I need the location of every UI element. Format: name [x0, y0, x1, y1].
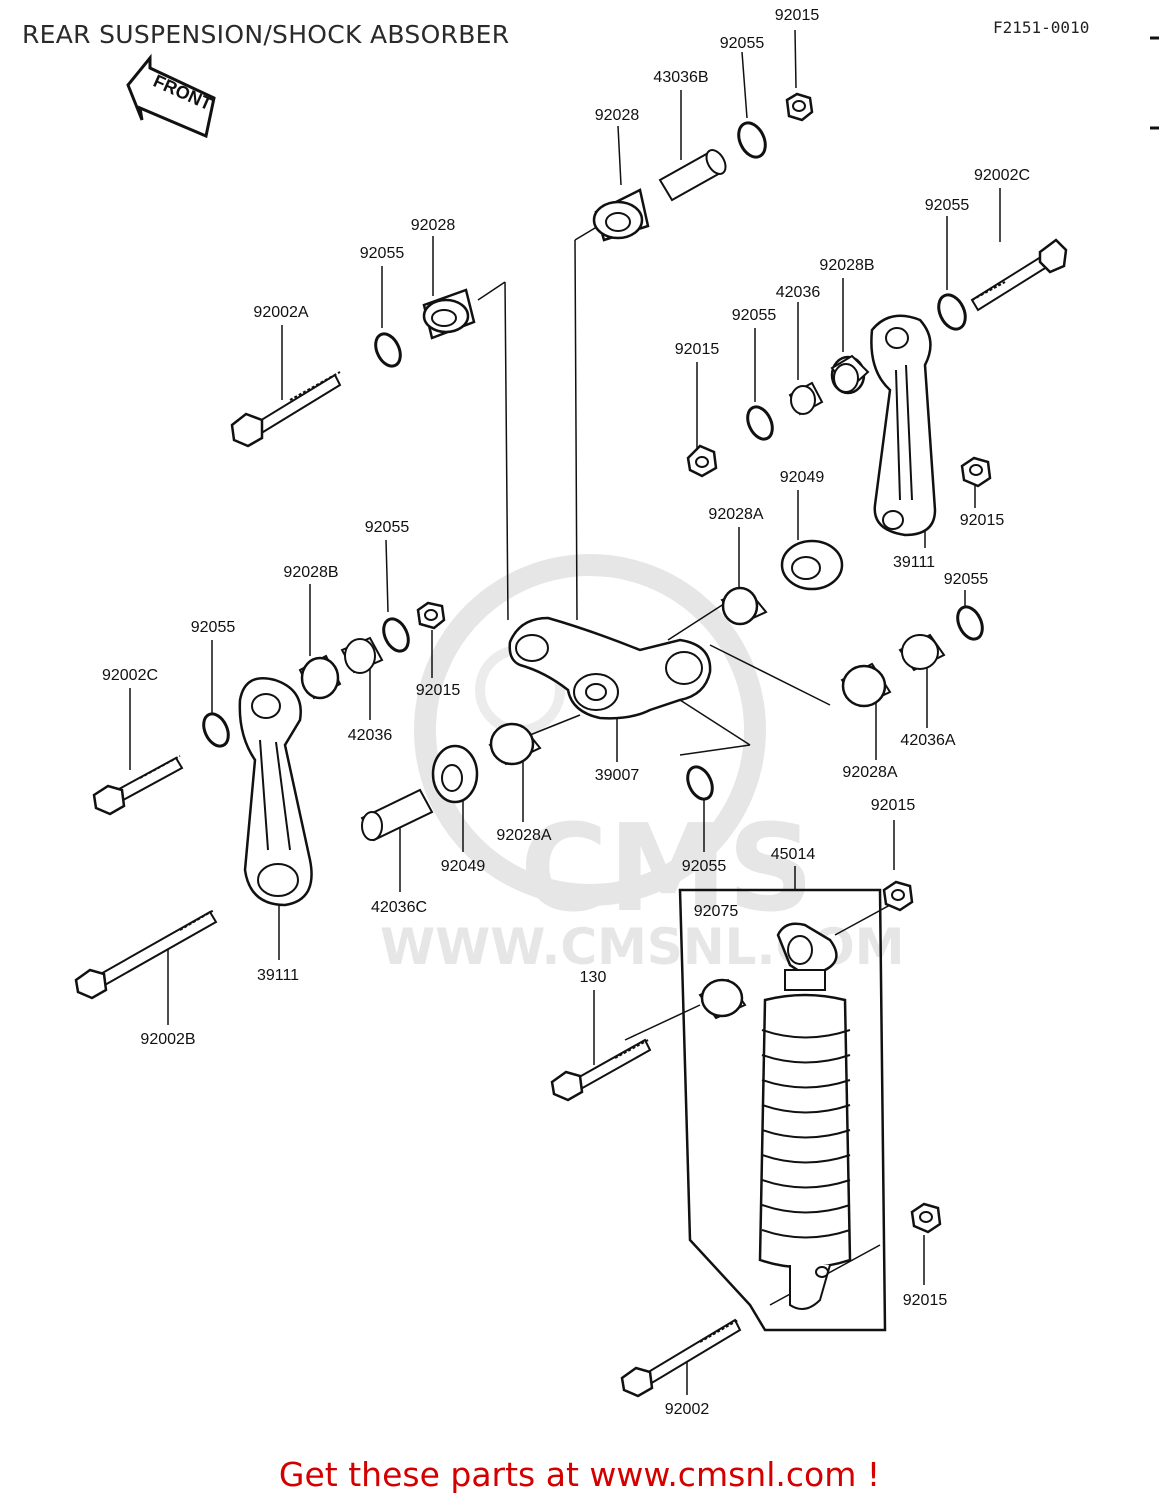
sleeve-43036b	[658, 149, 727, 202]
bolt-92002b	[74, 909, 218, 1000]
callout-label: 92015	[674, 341, 720, 358]
bushing-92028a-right	[840, 662, 892, 708]
bushing-92028b-left	[298, 654, 342, 700]
callout-label: 92028	[594, 107, 640, 124]
callout-label: 43036B	[653, 69, 709, 86]
washer-92055-far-left	[202, 712, 230, 748]
washer-92055-mid	[746, 405, 774, 441]
bushing-92028b-right	[830, 354, 870, 395]
callout-label: 92015	[959, 512, 1005, 529]
sleeve-42036-left	[340, 636, 384, 674]
callout-label: 92055	[359, 245, 405, 262]
front-arrow-icon: FRONT	[126, 53, 216, 139]
page-title: REAR SUSPENSION/SHOCK ABSORBER	[22, 20, 510, 49]
callout-label: 92028	[410, 217, 456, 234]
callout-label: 39111	[256, 967, 300, 984]
nut-92015-shock-top	[882, 880, 914, 912]
bolt-92002a	[230, 371, 342, 448]
rocker-arm-39007	[508, 616, 712, 720]
sleeve-42036a	[898, 633, 946, 672]
promo-banner[interactable]: Get these parts at www.cmsnl.com !	[278, 1455, 881, 1494]
sleeve-42036c	[360, 788, 434, 842]
nut-92015-right	[960, 456, 992, 488]
callout-label: 92015	[870, 797, 916, 814]
washer-92055-upper	[374, 332, 402, 368]
callout-label: 39111	[892, 554, 936, 571]
callout-label: 92002B	[140, 1031, 196, 1048]
callout-label: 92028B	[283, 564, 339, 581]
callout-label: 92055	[943, 571, 989, 588]
washer-92055-right	[937, 293, 967, 331]
sleeve-42036-right	[788, 381, 824, 416]
callout-label: 39007	[594, 767, 640, 784]
callout-label: 92028B	[819, 257, 875, 274]
callout-label: 42036	[347, 727, 393, 744]
callout-label: 92002C	[101, 667, 159, 684]
callout-label: 92055	[190, 619, 236, 636]
seal-92049-right	[780, 539, 844, 591]
nut-92015-mid	[686, 444, 718, 478]
nut-92015-shock-bottom	[910, 1202, 942, 1234]
shock-assembly-outline	[678, 888, 887, 1332]
callout-label: 92028A	[842, 764, 898, 781]
callout-label: 92015	[415, 682, 461, 699]
callout-label: 92028A	[496, 827, 552, 844]
bushing-92075	[698, 978, 747, 1020]
washer-92055-far-right	[956, 605, 984, 641]
bushing-92028a-lower	[488, 722, 542, 766]
tie-rod-39111-left	[238, 677, 313, 907]
washer-92055-top	[737, 121, 767, 159]
callout-label: 42036	[775, 284, 821, 301]
callout-label: 45014	[770, 846, 816, 863]
washer-92055-lower	[686, 765, 714, 801]
bolt-92002	[620, 1318, 742, 1398]
callout-label: 92055	[719, 35, 765, 52]
bolt-92002c-left	[92, 755, 184, 816]
bolt-92002c-upper	[970, 238, 1068, 312]
washer-92055-left	[382, 617, 410, 653]
callout-label: 92055	[364, 519, 410, 536]
seal-92049-left	[431, 744, 479, 804]
callout-label: 42036C	[370, 899, 428, 916]
watermark-ring	[414, 554, 766, 906]
callout-label: 92049	[440, 858, 486, 875]
bushing-92028-upper	[422, 288, 476, 340]
callout-label: 42036A	[900, 732, 956, 749]
callout-label: 92015	[774, 7, 820, 24]
callout-label: 92028A	[708, 506, 764, 523]
shock-absorber-45014	[758, 922, 852, 1310]
callout-label: 92055	[924, 197, 970, 214]
callout-label: 92075	[693, 903, 739, 920]
callout-label: 130	[579, 969, 607, 986]
callout-label: 92049	[779, 469, 825, 486]
leader-lines	[129, 29, 1001, 1395]
nut-92015-top	[785, 92, 814, 122]
bushing-92028a-upper	[720, 586, 768, 626]
callout-label: 92015	[902, 1292, 948, 1309]
callout-label: 92055	[731, 307, 777, 324]
diagram-code: F2151-0010	[993, 18, 1090, 37]
bolt-130	[550, 1038, 652, 1102]
callout-label: 92002C	[973, 167, 1031, 184]
bushing-92028-top	[592, 188, 650, 242]
callout-label: 92002	[664, 1401, 710, 1418]
callout-label: 92002A	[253, 304, 309, 321]
nut-92015-left	[416, 601, 446, 630]
callout-label: 92055	[681, 858, 727, 875]
tie-rod-39111-right	[870, 314, 937, 537]
